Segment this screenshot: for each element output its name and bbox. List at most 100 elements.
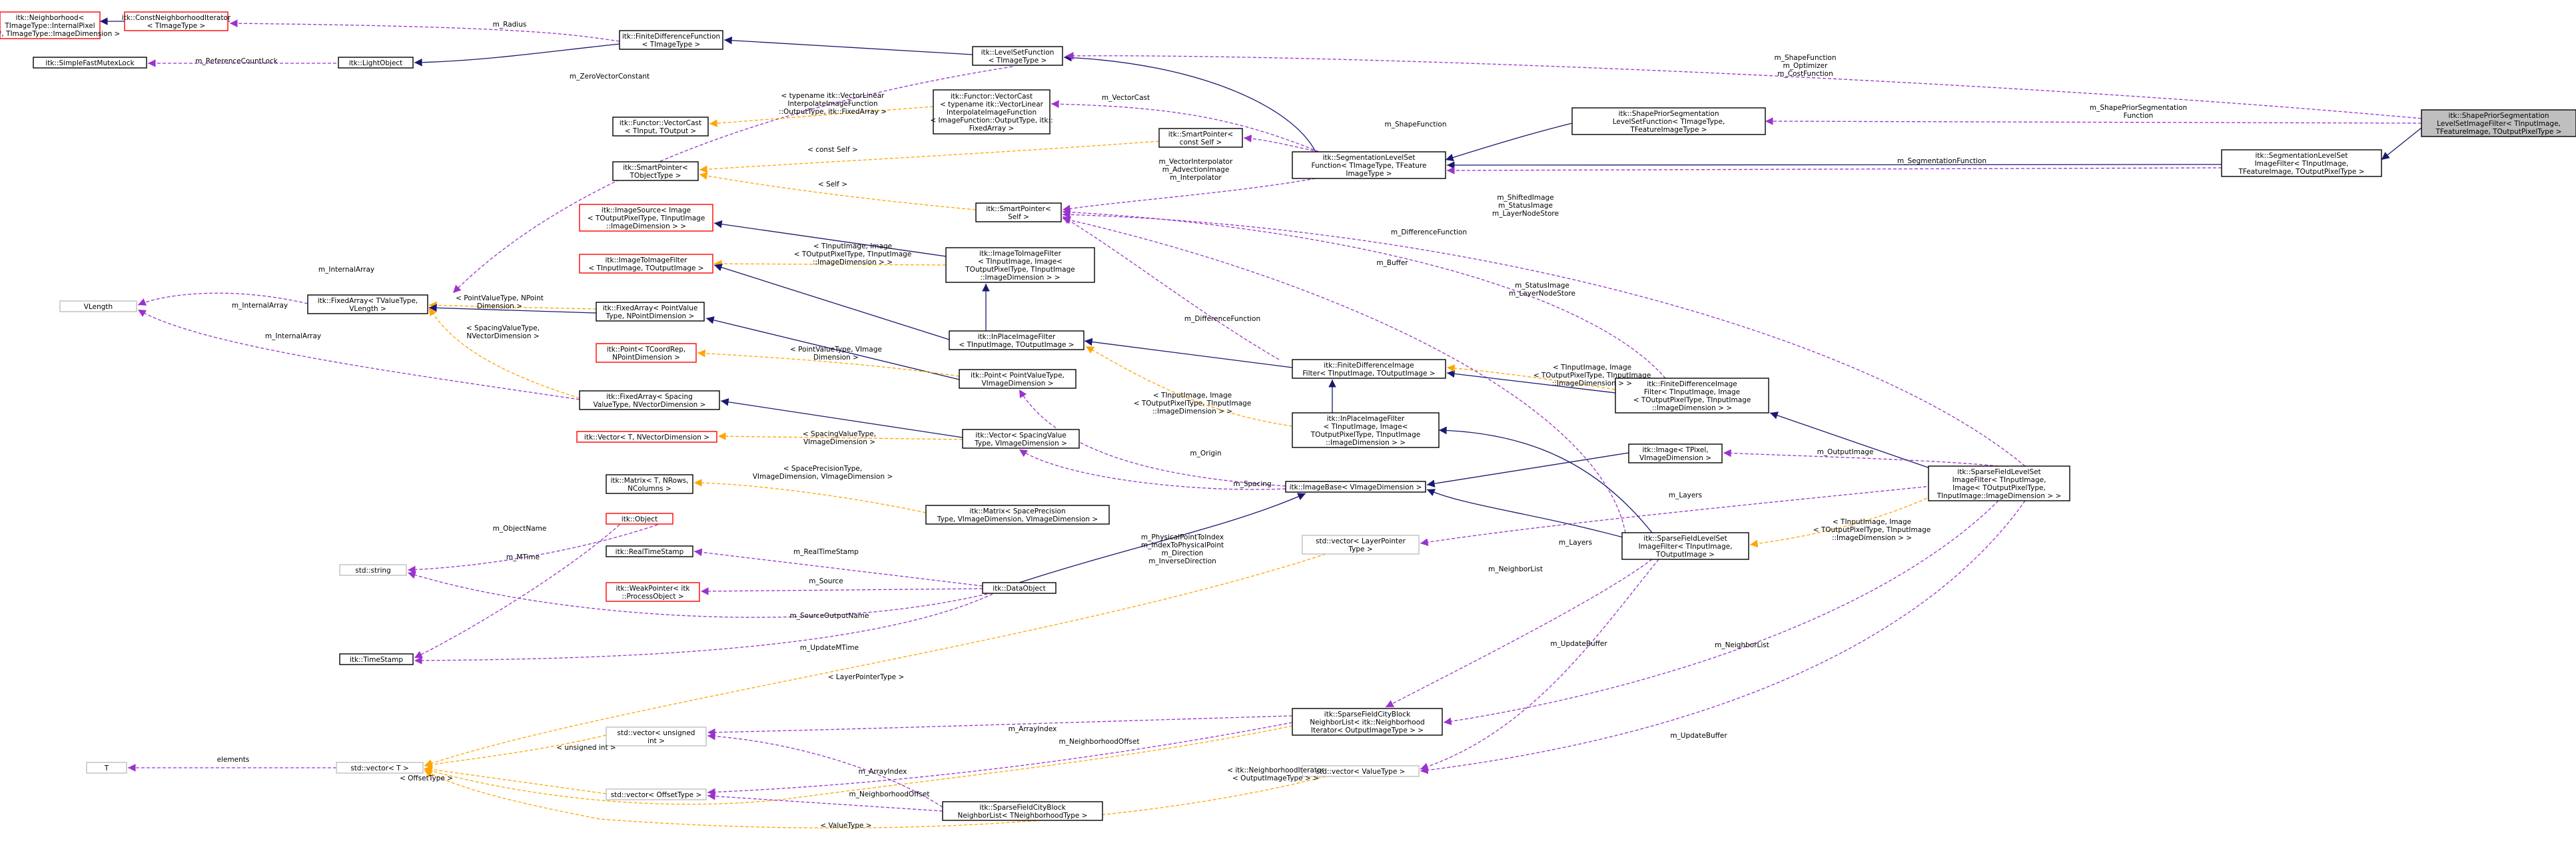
class-node-stdstring[interactable]: std::string	[339, 564, 407, 576]
class-node-lightobject[interactable]: itk::LightObject	[338, 57, 414, 69]
class-name-line: itk::Point< TCoordRep,	[607, 346, 685, 354]
class-name-line: itk::ImageBase< VImageDimension >	[1290, 483, 1422, 491]
class-node-vlength[interactable]: VLength	[59, 300, 137, 312]
edge-label-l_shifted: m_ShiftedImage	[1497, 194, 1553, 202]
class-node-object[interactable]: itk::Object	[606, 513, 673, 525]
class-node-sv_layer[interactable]: std::vector< LayerPointerType >	[1302, 535, 1420, 555]
template-edge	[697, 349, 960, 377]
class-node-i2if_tin[interactable]: itk::ImageToImageFilter< TInputImage, TO…	[579, 254, 713, 274]
edge-label-l_zerovec: m_ZeroVectorConstant	[570, 73, 649, 81]
class-node-simplefast[interactable]: itk::SimpleFastMutexLock	[33, 57, 147, 69]
class-node-sp_const[interactable]: itk::SmartPointer<const Self >	[1158, 128, 1243, 148]
class-node-main[interactable]: itk::ShapePriorSegmentationLevelSetImage…	[2421, 109, 2576, 137]
class-name-line: itk::SparseFieldLevelSet	[1957, 468, 2040, 476]
edge-label-l_outputimage: m_OutputImage	[1817, 448, 1874, 456]
usage-edge	[1420, 485, 1932, 546]
class-node-sp_tobj[interactable]: itk::SmartPointer<TObjectType >	[612, 161, 699, 181]
class-node-image_tpix[interactable]: itk::Image< TPixel,VImageDimension >	[1628, 443, 1723, 463]
class-name-line: itk::SmartPointer<	[1168, 131, 1234, 139]
class-node-sv_offset[interactable]: std::vector< OffsetType >	[606, 788, 707, 800]
edge-label-l_arrayindex2: m_ArrayIndex	[859, 768, 907, 776]
edge-label-l_refcount: m_ReferenceCountLock	[195, 57, 278, 65]
class-name-line: ImageFilter< TInputImage,	[1952, 476, 2046, 484]
usage-edge	[1062, 208, 1666, 379]
class-name-line: Function< TImageType, TFeature	[1312, 162, 1427, 170]
class-node-fvc[interactable]: itk::Functor::VectorCast< TInput, TOutpu…	[612, 117, 709, 137]
class-node-matrix_sp[interactable]: itk::Matrix< SpacePrecisionType, VImageD…	[925, 505, 1110, 525]
class-name-line: Type, NPointDimension >	[606, 312, 695, 320]
edge-label-l_updatemtime: m_UpdateMTime	[800, 644, 859, 652]
class-node-spseglsf[interactable]: itk::ShapePriorSegmentationLevelSetFunct…	[1571, 107, 1766, 135]
class-name-line: ::ImageDimension > >	[1326, 439, 1406, 447]
class-node-point_tc[interactable]: itk::Point< TCoordRep,NPointDimension >	[596, 343, 697, 363]
usage-edge	[407, 519, 673, 574]
class-name-line: TOutputPixelType, TInputImage	[965, 266, 1074, 274]
class-name-line: VLength	[84, 303, 113, 311]
class-node-ipif_img[interactable]: itk::InPlaceImageFilter< TInputImage, Im…	[1292, 412, 1440, 448]
class-node-imagebase[interactable]: itk::ImageBase< VImageDimension >	[1285, 481, 1426, 493]
class-node-fdf[interactable]: itk::FiniteDifferenceFunction< TImageTyp…	[619, 30, 723, 50]
edge-label-l_tin_img2: < TInputImage, Image	[1553, 364, 1631, 372]
class-node-std_vector_t[interactable]: std::vector< T >	[336, 762, 424, 774]
class-name-line: ImageFilter< TInputImage,	[1639, 543, 1733, 551]
class-node-fa_tval[interactable]: itk::FixedArray< TValueType,VLength >	[307, 294, 428, 314]
class-name-line: ImageType >	[1346, 170, 1392, 178]
class-node-point_pv[interactable]: itk::Point< PointValueType,VImageDimensi…	[959, 369, 1076, 389]
class-node-sv_valuetype[interactable]: std::vector< ValueType >	[1302, 765, 1420, 777]
class-name-line: Filter< TInputImage, TOutputImage >	[1302, 370, 1435, 378]
class-node-matrix_t[interactable]: itk::Matrix< T, NRows,NColumns >	[606, 474, 693, 494]
class-name-line: itk::SmartPointer<	[623, 164, 688, 172]
class-node-fa_spacing[interactable]: itk::FixedArray< SpacingValueType, NVect…	[579, 390, 720, 410]
class-name-line: < TOutputPixelType, TInputImage	[1633, 396, 1751, 404]
class-box	[612, 117, 709, 137]
edge-label-l_tin_img2: ::ImageDimension > >	[1552, 380, 1632, 388]
edges-layer	[100, 17, 2422, 829]
edge-label-l_offsettype: < OffsetType >	[400, 774, 453, 782]
class-node-imgsource[interactable]: itk::ImageSource< Image< TOutputPixelTyp…	[579, 204, 713, 232]
class-node-constnbhd[interactable]: itk::ConstNeighborhoodIterator< TImageTy…	[122, 11, 231, 31]
class-node-fa_pvt[interactable]: itk::FixedArray< PointValueType, NPointD…	[596, 302, 705, 322]
class-name-line: LevelSetImageFilter< TInputImage,	[2437, 120, 2561, 128]
class-node-timestamp[interactable]: itk::TimeStamp	[339, 653, 414, 665]
inheritance-edge	[1426, 452, 1629, 487]
class-node-i2if[interactable]: itk::ImageToImageFilter< TInputImage, Im…	[945, 247, 1095, 283]
class-node-t[interactable]: T	[86, 762, 127, 774]
edge-label-l_tin_img4: ::ImageDimension > >	[1832, 534, 1912, 542]
edge-label-l_difffunc2: m_DifferenceFunction	[1184, 315, 1260, 323]
class-node-dataobject[interactable]: itk::DataObject	[982, 582, 1057, 594]
usage-edge	[707, 715, 1293, 736]
inheritance-edge	[720, 398, 963, 438]
inheritance-edge	[1426, 489, 1626, 539]
class-box	[86, 762, 127, 774]
class-node-vector_t[interactable]: itk::Vector< T, NVectorDimension >	[576, 431, 717, 443]
class-node-sp_self[interactable]: itk::SmartPointer<Self >	[975, 202, 1062, 222]
edge-label-l_internal3: m_InternalArray	[265, 332, 321, 340]
edge-label-l_layerptr: < LayerPointerType >	[828, 673, 905, 681]
class-node-vector_sv[interactable]: itk::Vector< SpacingValueType, VImageDim…	[962, 429, 1080, 449]
class-node-neighborhood[interactable]: itk::Neighborhood<TImageType::InternalPi…	[0, 11, 120, 39]
class-node-realtimestamp[interactable]: itk::RealTimeStamp	[606, 545, 693, 557]
class-node-fvc_img[interactable]: itk::Functor::VectorCast< typename itk::…	[930, 89, 1053, 135]
class-node-lsf[interactable]: itk::LevelSetFunction< TImageType >	[972, 46, 1063, 66]
class-name-line: FixedArray >	[969, 125, 1015, 133]
inheritance-edge	[414, 43, 620, 67]
class-name-line: std::vector< OffsetType >	[611, 791, 702, 799]
class-name-line: itk::TimeStamp	[350, 656, 403, 664]
class-box	[1302, 535, 1420, 555]
edge-label-l_shapefunc_top: m_CostFunction	[1777, 70, 1833, 78]
class-node-weakptr[interactable]: itk::WeakPointer< itk::ProcessObject >	[606, 582, 700, 602]
edge-label-l_tin_img1: ::ImageDimension > >	[813, 258, 893, 266]
class-node-ipif[interactable]: itk::InPlaceImageFilter< TInputImage, TO…	[949, 330, 1084, 350]
edge-label-l_neighborlist2: m_NeighborList	[1715, 641, 1769, 649]
class-box	[975, 202, 1062, 222]
class-name-line: NPointDimension >	[612, 354, 680, 362]
